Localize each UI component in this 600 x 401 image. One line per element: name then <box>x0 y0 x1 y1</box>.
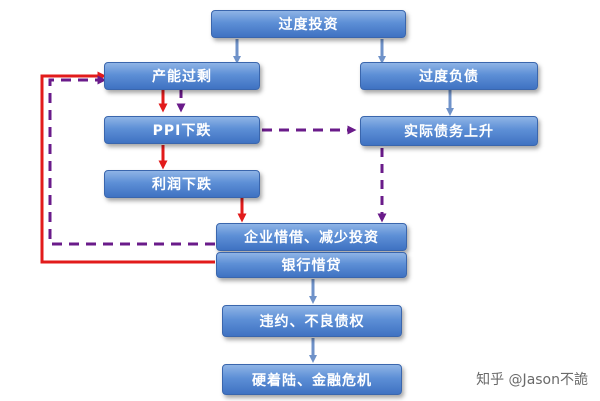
node-corporate-deleverage: 企业惜借、减少投资 <box>216 223 407 251</box>
node-overcapacity: 产能过剩 <box>104 62 260 90</box>
node-ppi-decline: PPI下跌 <box>104 116 260 144</box>
node-hard-landing: 硬着陆、金融危机 <box>222 364 402 395</box>
node-bank-lending: 银行惜贷 <box>216 252 407 278</box>
arrow-corporate-feedback-to-overcapacity <box>48 75 215 246</box>
arrow-bank-feedback-to-overcapacity <box>40 71 215 264</box>
watermark: 知乎 @Jason不詭 <box>476 372 588 388</box>
node-profit-decline: 利润下跌 <box>104 170 260 198</box>
node-real-debt-rise: 实际债务上升 <box>360 116 538 146</box>
node-over-investment: 过度投资 <box>211 10 406 38</box>
node-default: 违约、不良债权 <box>222 305 402 337</box>
node-over-debt: 过度负债 <box>360 62 538 90</box>
